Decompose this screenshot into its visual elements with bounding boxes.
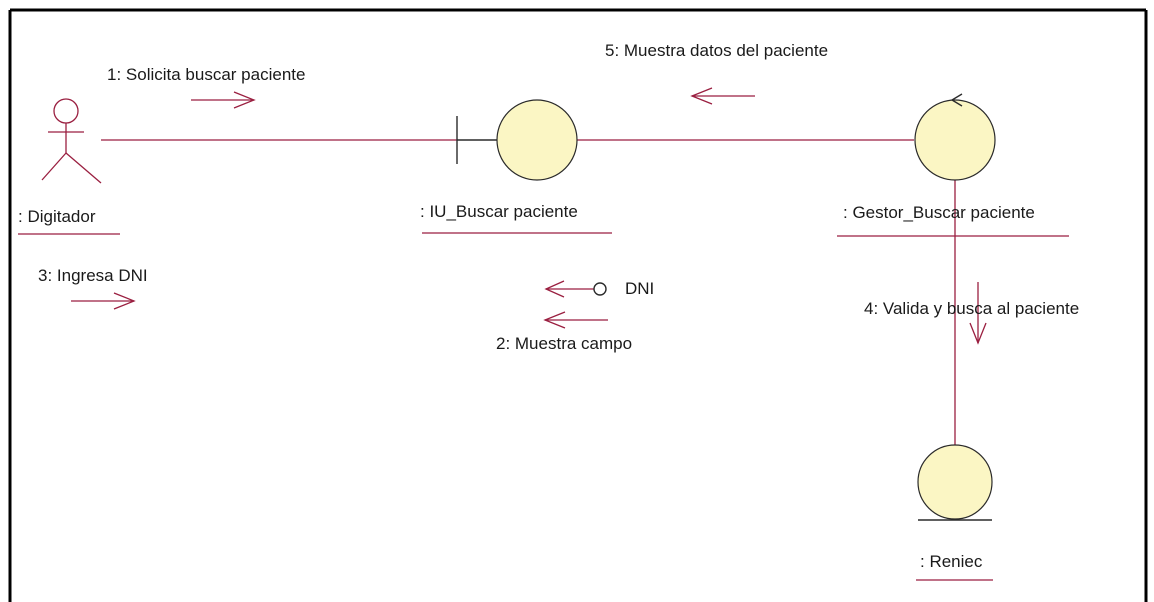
- control-label: : Gestor_Buscar paciente: [843, 203, 1035, 222]
- message-1-arrow: [191, 91, 256, 109]
- message-4-arrow: [969, 282, 987, 345]
- message-2-arrow: [543, 311, 608, 329]
- message-5-arrow: [690, 87, 755, 105]
- message-5-label: 5: Muestra datos del paciente: [605, 41, 828, 60]
- message-1-label: 1: Solicita buscar paciente: [107, 65, 305, 84]
- message-3-label: 3: Ingresa DNI: [38, 266, 148, 285]
- diagram-frame: [8, 8, 1148, 602]
- control-object-icon[interactable]: [914, 93, 996, 181]
- message-2-label: 2: Muestra campo: [496, 334, 632, 353]
- message-3-arrow: [71, 292, 136, 310]
- boundary-label: : IU_Buscar paciente: [420, 202, 578, 221]
- parameter-dni-label: DNI: [625, 279, 654, 298]
- entity-object-icon[interactable]: [917, 444, 993, 521]
- actor-label: : Digitador: [18, 207, 96, 226]
- actor-digitador[interactable]: [41, 98, 102, 184]
- parameter-flow-icon: [544, 280, 607, 298]
- message-4-label: 4: Valida y busca al paciente: [864, 299, 1079, 318]
- boundary-object-icon[interactable]: [456, 99, 578, 181]
- entity-label: : Reniec: [920, 552, 983, 571]
